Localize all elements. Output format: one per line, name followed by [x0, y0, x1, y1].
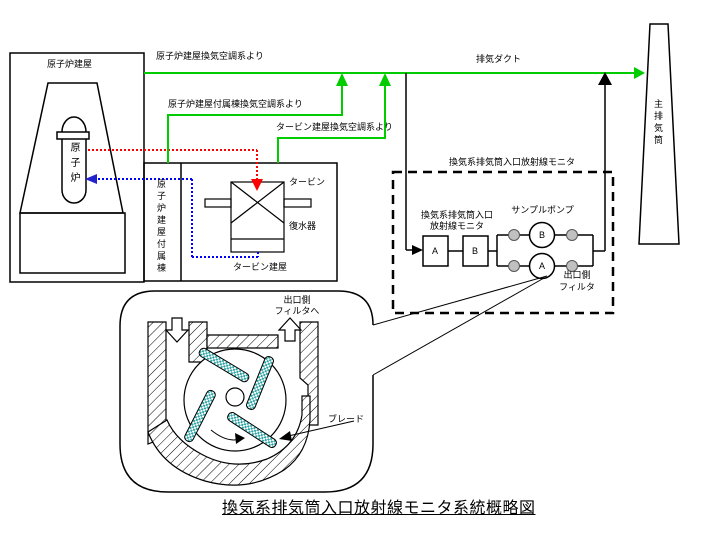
casing-roof	[206, 334, 279, 349]
fan-blade	[246, 356, 274, 410]
condensate-arrowhead	[85, 174, 97, 184]
main-stack-label: 主排気筒	[653, 99, 663, 147]
pump-b-circle	[528, 221, 556, 249]
monitor-box-title: 換気系排気筒入口放射線モニタ	[449, 157, 576, 167]
annex-branch-line	[167, 85, 343, 163]
condenser-label: 復水器	[289, 221, 317, 231]
duct-arrow-right	[634, 67, 645, 79]
fan-hub	[225, 387, 245, 407]
monitor-dashed-box	[391, 170, 615, 315]
detector-a-box	[422, 235, 449, 267]
outlet-up-arrow	[277, 317, 303, 342]
duct-arrowheads	[336, 67, 645, 86]
blade-pointer-arrowhead	[279, 431, 292, 441]
sample-lines	[405, 73, 606, 252]
turbine-shaft-right	[283, 198, 312, 208]
callout-lines	[372, 275, 548, 376]
rotation-arrowhead	[235, 433, 245, 444]
diagram-title: 換気系排気筒入口放射線モニタ系統概略図	[222, 500, 536, 517]
casing-volute	[147, 395, 311, 486]
main-stack	[638, 23, 680, 245]
annex-arrow-up	[336, 73, 348, 86]
annex-building-label: 原子炉建屋付属棟	[156, 179, 166, 275]
fan-blades	[184, 347, 277, 448]
source-annex-label: 原子炉建屋付属棟換気空調系より	[168, 99, 303, 109]
pump-b-letter: B	[538, 230, 545, 240]
fan-casing	[147, 321, 319, 486]
turbine-building-label: タービン建屋	[233, 262, 288, 272]
turbine-shaft-left	[204, 198, 232, 208]
reactor-vessel	[56, 116, 90, 204]
fan-blade	[198, 347, 250, 383]
reactor-building-label: 原子炉建屋	[47, 59, 93, 69]
steam-arrowhead	[251, 179, 263, 191]
turbine-arrow-up	[379, 73, 391, 86]
fan-blade	[227, 412, 277, 448]
condensate-line	[97, 178, 259, 258]
turbine-building-box	[143, 162, 338, 282]
inlet-down-arrow	[164, 317, 190, 343]
detector-a-letter: A	[431, 246, 438, 256]
source-reactor-label: 原子炉建屋換気空調系より	[156, 51, 264, 61]
turbine-label: タービン	[289, 177, 326, 187]
monitor-circuit	[422, 234, 594, 267]
sample-arrowhead	[412, 245, 423, 255]
blade-label: ブレード	[328, 414, 365, 424]
pump-a-circle	[528, 252, 556, 280]
sample-pump-label: サンプルポンプ	[511, 205, 574, 215]
monitor-inner-label: 換気系排気筒入口 放射線モニタ	[420, 210, 493, 231]
detector-b-letter: B	[471, 246, 478, 256]
blade-pointer-line	[283, 420, 355, 438]
steam-line	[88, 149, 258, 180]
exhaust-duct-label: 排気ダクト	[476, 54, 522, 64]
reactor-vessel-label: 原子炉	[68, 142, 79, 187]
fan-outlet-label: 出口側 フィルタへ	[274, 295, 320, 316]
turbine-symbol	[204, 181, 312, 253]
fan-blade	[184, 389, 216, 443]
valve-circles	[508, 229, 578, 272]
turbine-branch-line	[277, 85, 386, 163]
pump-a-letter: A	[538, 261, 545, 271]
riser-arrowhead	[598, 72, 612, 85]
outlet-filter-label: 出口側 フィルタ	[559, 270, 595, 292]
hvac-duct-lines	[144, 72, 634, 163]
source-turbine-label: タービン建屋換気空調系より	[276, 122, 393, 132]
